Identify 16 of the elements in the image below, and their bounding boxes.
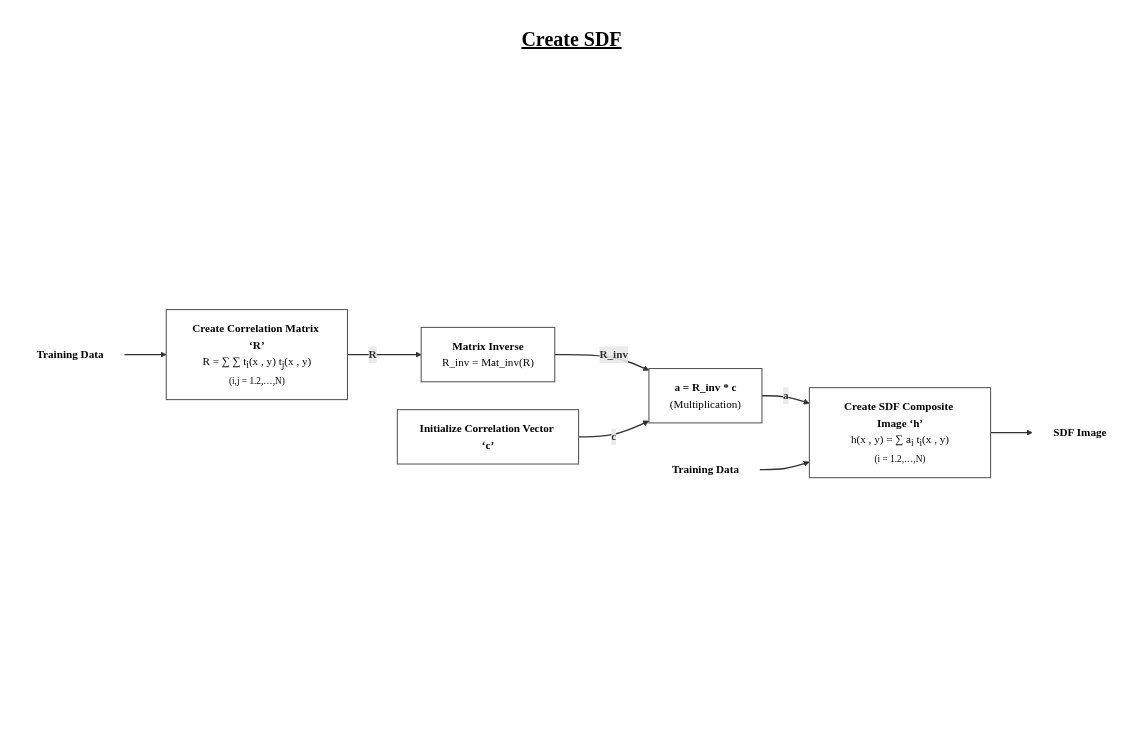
edge-label: a (782, 388, 789, 401)
arrow (123, 351, 167, 358)
node-box: Create SDF Composite Image ‘h’ h(x , y) = ∑ a$_{i}$ t$_{i}$(x , y) (i = 1.2,…,N) (808, 386, 992, 478)
diagram-title: Create SDF (521, 28, 622, 51)
arrow (759, 460, 810, 470)
node-text: SDF Image (1053, 425, 1107, 438)
node-box: Matrix Inverse R_inv = Mat_inv(R) (420, 326, 556, 382)
edge-label: R (368, 347, 377, 360)
node-text: Training Data (671, 462, 739, 475)
node-box: Create Correlation Matrix ‘R’ R = ∑ ∑ t$_{i}$(x , y) t$_{j}$(x , y) (i,j = 1.2,…,N) (165, 308, 348, 400)
edge-label: R_inv (599, 347, 628, 360)
arrow (761, 394, 810, 405)
node-box: Initialize Correlation Vector ‘c’ (396, 408, 580, 465)
edge-label: c (611, 430, 617, 442)
node-text: Training Data (36, 347, 104, 360)
node-box: a = R_inv * c (Multiplication) (648, 367, 763, 423)
